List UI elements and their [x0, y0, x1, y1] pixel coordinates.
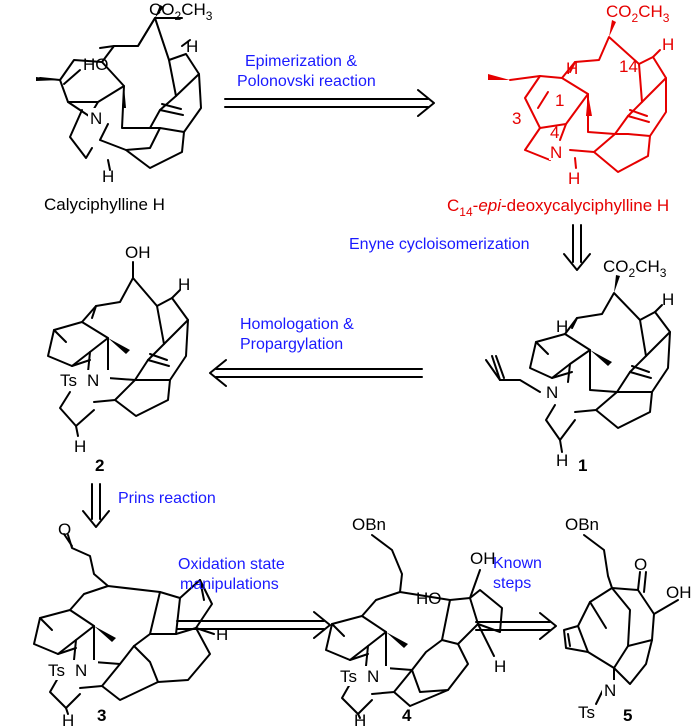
compound-2-structure: Ts N OH H H 2 — [47, 243, 190, 475]
c14-epi-position-1: 1 — [555, 91, 564, 110]
compound-1-structure: N CO2CH3 H H H 1 — [485, 257, 674, 475]
compound-5-n-atom: N — [604, 681, 616, 700]
compound-1-number: 1 — [578, 456, 587, 475]
step-enyne: Enyne cycloisomerization — [349, 236, 530, 253]
compound-4-h-atom-bottom: H — [354, 711, 366, 726]
compound-3-h-atom-bottom: H — [62, 711, 74, 726]
compound-2-n-atom: N — [87, 371, 99, 390]
compound-1-h-atom-top: H — [662, 290, 674, 309]
compound-5-structure: OBn O OH N Ts 5 — [563, 515, 692, 725]
compound-3-n-atom: N — [75, 661, 87, 680]
step-known-line2: steps — [493, 575, 531, 592]
c14-epi-h-atom-bottom: H — [568, 169, 580, 188]
step-epimerization-line1: Epimerization & — [245, 53, 357, 70]
compound-5-obn-label: OBn — [565, 515, 599, 534]
step-homologation-line1: Homologation & — [240, 316, 354, 333]
c14-epi-deoxycalyciphylline-structure: N CO2CH3 H H H 14 1 3 4 C14-epi-deoxycal… — [447, 2, 674, 219]
calyciphylline-h-structure: N HO CO2CH3 H H Calyciphylline H — [36, 0, 213, 214]
calyciphylline-h-atom-bottom: H — [102, 167, 114, 186]
compound-1-h-atom-bottom: H — [556, 451, 568, 470]
compound-3-h-atom-right: H — [216, 625, 228, 644]
compound-5-ts-label: Ts — [578, 703, 595, 722]
c14-epi-position-3: 3 — [512, 109, 521, 128]
compound-5-o-atom: O — [634, 555, 647, 574]
step-epimerization-line2: Polonovski reaction — [237, 73, 376, 90]
c14-epi-ester-label: CO2CH3 — [606, 2, 670, 25]
compound-1-n-atom: N — [546, 383, 558, 402]
compound-5-oh-label: OH — [666, 583, 692, 602]
step-homologation-line2: Propargylation — [240, 336, 343, 353]
compound-3-number: 3 — [97, 706, 106, 725]
compound-4-h-atom-right: H — [494, 657, 506, 676]
step-oxidation-line2: manipulations — [180, 576, 279, 593]
step-oxidation-line1: Oxidation state — [178, 556, 285, 573]
compound-4-obn-label: OBn — [352, 515, 386, 534]
compound-2-h-atom-top: H — [178, 275, 190, 294]
calyciphylline-h-atom-top: H — [186, 37, 198, 56]
calyciphylline-ester-label: CO2CH3 — [149, 0, 213, 23]
compound-1-h-atom-mid: H — [556, 317, 568, 336]
arrow-enyne: Enyne cycloisomerization — [349, 224, 591, 271]
calyciphylline-ho-label: HO — [83, 55, 109, 74]
compound-4-n-atom: N — [367, 667, 379, 686]
arrow-epimerization: Epimerization & Polonovski reaction — [224, 53, 435, 117]
compound-4-ts-label: Ts — [340, 667, 357, 686]
c14-epi-position-4: 4 — [550, 123, 559, 142]
compound-5-number: 5 — [623, 706, 632, 725]
arrow-prins: Prins reaction — [82, 483, 216, 528]
compound-4-ho-label: HO — [416, 589, 442, 608]
compound-4-oh-label: OH — [470, 549, 496, 568]
compound-3-ts-label: Ts — [48, 661, 65, 680]
c14-epi-h-atom-mid: H — [566, 59, 578, 78]
compound-1-ester-label: CO2CH3 — [603, 257, 667, 280]
step-prins: Prins reaction — [118, 490, 216, 507]
compound-2-h-atom-bottom: H — [74, 437, 86, 456]
compound-2-oh-label: OH — [125, 243, 151, 262]
step-known-line1: Known — [493, 555, 542, 572]
compound-3-structure: O Ts N H H 3 — [33, 520, 228, 726]
compound-4-number: 4 — [402, 706, 412, 725]
calyciphylline-h-name: Calyciphylline H — [44, 195, 165, 214]
arrow-oxidation: Oxidation state manipulations — [176, 556, 331, 639]
c14-epi-h-atom-top: H — [662, 35, 674, 54]
compound-4-structure: OBn OH HO Ts N H H 4 — [325, 515, 506, 726]
c14-epi-position-14: 14 — [619, 57, 638, 76]
compound-3-o-atom: O — [58, 520, 71, 539]
arrow-known-steps: Known steps — [475, 555, 557, 640]
c14-epi-n-atom: N — [550, 143, 562, 162]
compound-2-ts-label: Ts — [60, 371, 77, 390]
calyciphylline-n-atom: N — [90, 109, 102, 128]
compound-2-number: 2 — [95, 456, 104, 475]
c14-epi-name: C14-epi-deoxycalyciphylline H — [447, 196, 669, 219]
arrow-homologation: Homologation & Propargylation — [209, 316, 423, 387]
